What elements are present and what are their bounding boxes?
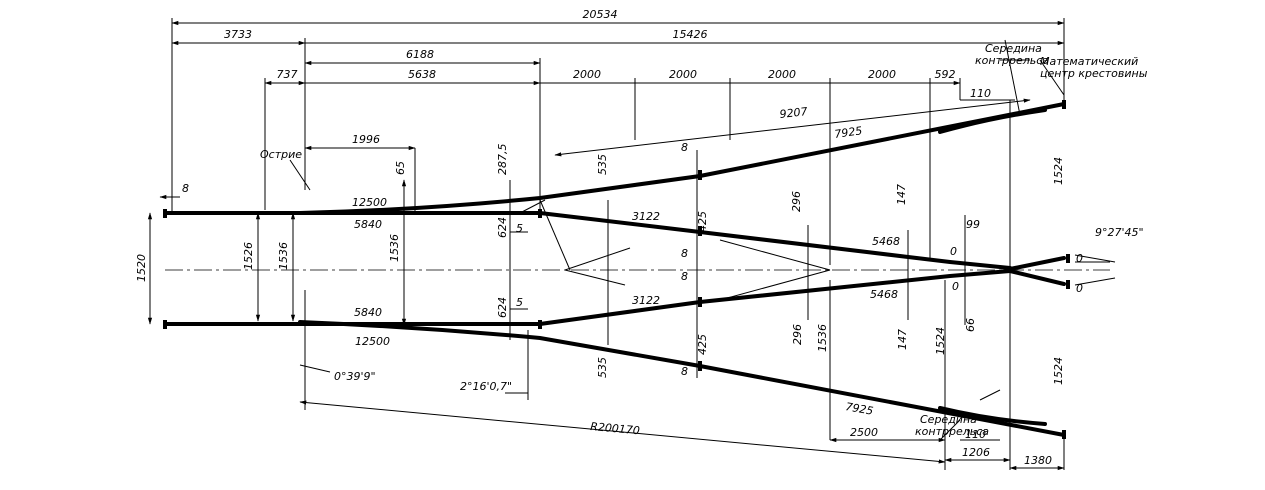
- label-angle-point: 0°39'9": [334, 370, 376, 383]
- label-guard-middle-top-l2: контррельса: [975, 54, 1049, 67]
- label-9207: 9207: [779, 105, 808, 121]
- label-0-b: 0: [1076, 252, 1083, 265]
- label-5840-top: 5840: [354, 218, 382, 231]
- label-7925-bot: 7925: [844, 400, 874, 418]
- label-1520: 1520: [135, 254, 148, 282]
- label-point: Острие: [260, 148, 302, 161]
- label-12500-bot: 12500: [355, 335, 390, 348]
- label-296-bot: 296: [791, 324, 804, 345]
- label-front-part: 3733: [224, 28, 252, 41]
- label-guard-middle-top-l1: Середина: [985, 42, 1042, 55]
- diverging-rail-bottom: [298, 320, 1066, 437]
- diverging-rail-top: [298, 102, 1066, 215]
- label-guard-middle-top: Середина контррельса: [975, 42, 1049, 67]
- label-1380: 1380: [1024, 454, 1052, 467]
- label-425-top: 425: [696, 211, 709, 232]
- label-2500: 2500: [850, 426, 878, 439]
- label-8-c1: 8: [681, 247, 688, 260]
- label-592: 592: [935, 68, 956, 81]
- label-5840-bot: 5840: [354, 306, 382, 319]
- label-guard-middle-bot-l1: Середина: [920, 413, 977, 426]
- label-147-top: 147: [895, 184, 908, 205]
- label-1524-bot: 1524: [1052, 357, 1065, 385]
- label-1206: 1206: [962, 446, 990, 459]
- label-5468-bot: 5468: [870, 288, 898, 301]
- label-angle-crossing: 9°27'45": [1095, 226, 1144, 239]
- label-99-top: 99: [966, 218, 980, 231]
- inner-rail-top: [538, 211, 1012, 270]
- frog-tongue-bottom: [1008, 269, 1066, 286]
- label-535-top: 535: [596, 154, 609, 175]
- label-angle-curve: 2°16'0,7": [460, 380, 512, 393]
- label-147-bot: 147: [896, 329, 909, 350]
- label-8-bot: 8: [681, 365, 688, 378]
- label-110-bot: 110: [965, 428, 986, 441]
- frog-tongue-top: [1008, 256, 1066, 271]
- label-624-bot: 624: [496, 297, 509, 318]
- label-1536-bot: 1536: [816, 324, 829, 352]
- label-math-center-l2: центр крестовины: [1040, 67, 1148, 80]
- label-3122-top: 3122: [632, 210, 660, 223]
- label-1536-mid: 1536: [388, 234, 401, 262]
- label-1524-mid: 1524: [934, 327, 947, 355]
- label-425-bot: 425: [696, 334, 709, 355]
- label-5638: 5638: [408, 68, 436, 81]
- label-0-c: 0: [952, 280, 959, 293]
- label-12500-top: 12500: [352, 196, 387, 209]
- label-5-top: 5: [516, 222, 523, 235]
- label-7925-top: 7925: [834, 124, 864, 141]
- inner-rail-bottom: [538, 269, 1012, 326]
- label-8-c2: 8: [681, 270, 688, 283]
- rails: [163, 102, 1066, 437]
- label-guard-middle-bot-l2: контррельса: [915, 425, 989, 438]
- label-535-bot: 535: [596, 357, 609, 378]
- label-65: 65: [394, 161, 407, 175]
- label-1996: 1996: [352, 133, 380, 146]
- label-guard-middle-bot: Середина контррельса: [915, 413, 989, 438]
- label-0-d: 0: [1076, 282, 1083, 295]
- label-2000-b: 2000: [669, 68, 697, 81]
- label-624-top: 624: [496, 217, 509, 238]
- label-6188: 6188: [406, 48, 434, 61]
- label-1526: 1526: [242, 242, 255, 270]
- label-2000-c: 2000: [768, 68, 796, 81]
- label-radius: R200170: [590, 420, 641, 437]
- label-total-length: 20534: [583, 8, 618, 21]
- rail-joints: [163, 100, 1070, 439]
- dimension-labels: 20534 3733 15426 6188 737 5638 2000 2000…: [135, 8, 1148, 467]
- label-math-center: Математический центр крестовины: [1040, 55, 1148, 80]
- label-5-bot: 5: [516, 296, 523, 309]
- label-99-bot: 99: [963, 318, 976, 332]
- label-8-left: 8: [182, 182, 189, 195]
- label-1524-top: 1524: [1052, 157, 1065, 185]
- guard-rail-bottom: [938, 406, 1047, 426]
- label-5468-top: 5468: [872, 235, 900, 248]
- label-110-top: 110: [970, 87, 991, 100]
- label-3122-bot: 3122: [632, 294, 660, 307]
- label-1536-left: 1536: [277, 242, 290, 270]
- label-0-a: 0: [950, 245, 957, 258]
- label-296-top: 296: [790, 191, 803, 212]
- label-2000-a: 2000: [573, 68, 601, 81]
- label-8-top: 8: [681, 141, 688, 154]
- label-737: 737: [277, 68, 298, 81]
- guard-rail-top: [938, 108, 1047, 134]
- dimension-lines: [147, 20, 1116, 471]
- label-rear-part: 15426: [673, 28, 708, 41]
- label-287-5: 287,5: [496, 144, 509, 176]
- label-math-center-l1: Математический: [1040, 55, 1138, 68]
- label-2000-d: 2000: [868, 68, 896, 81]
